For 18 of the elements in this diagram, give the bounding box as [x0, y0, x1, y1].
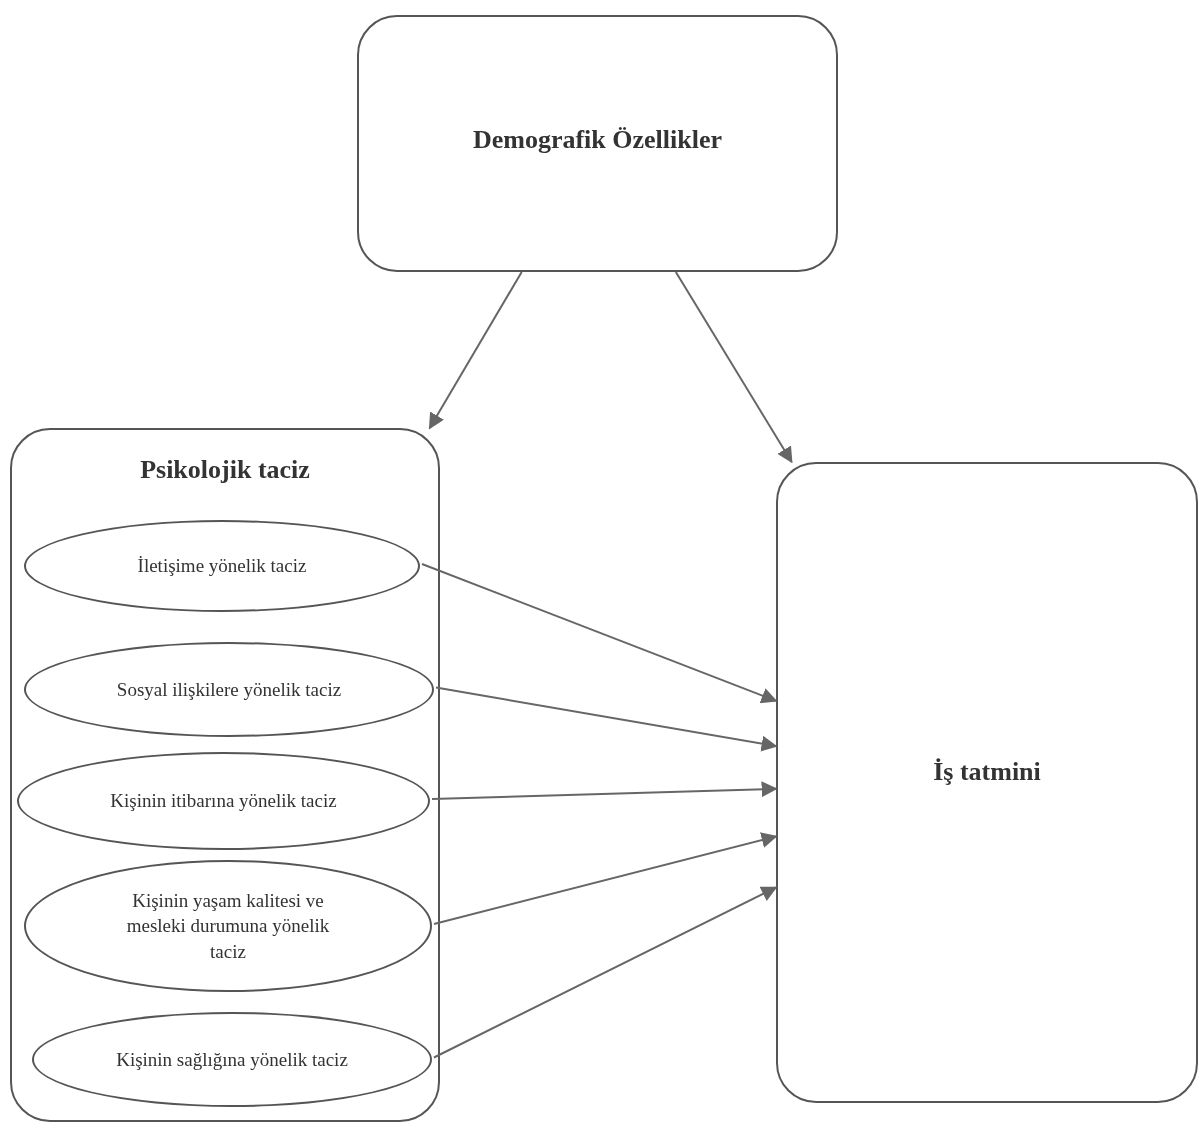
node-label: Kişinin yaşam kalitesi ve mesleki durumuna yönelik taciz	[125, 888, 331, 964]
node-label: Demografik Özellikler	[472, 124, 723, 156]
arrow	[421, 563, 778, 704]
arrow	[674, 271, 793, 464]
arrow	[433, 832, 778, 925]
rounded-box	[357, 15, 838, 272]
node-label: Kişinin sağlığına yönelik taciz	[115, 1047, 349, 1072]
node-label: İş tatmini	[933, 756, 1041, 788]
node-label: Sosyal ilişkilere yönelik taciz	[115, 677, 343, 702]
node-label: Psikolojik taciz	[140, 454, 310, 486]
rounded-box	[10, 428, 440, 1122]
rounded-box	[776, 462, 1198, 1103]
arrow	[435, 686, 778, 752]
node-label: Kişinin itibarına yönelik taciz	[109, 789, 338, 814]
arrow	[428, 271, 523, 430]
arrow	[431, 781, 778, 800]
node-label: İletişime yönelik taciz	[137, 554, 307, 579]
arrow	[433, 886, 778, 1059]
